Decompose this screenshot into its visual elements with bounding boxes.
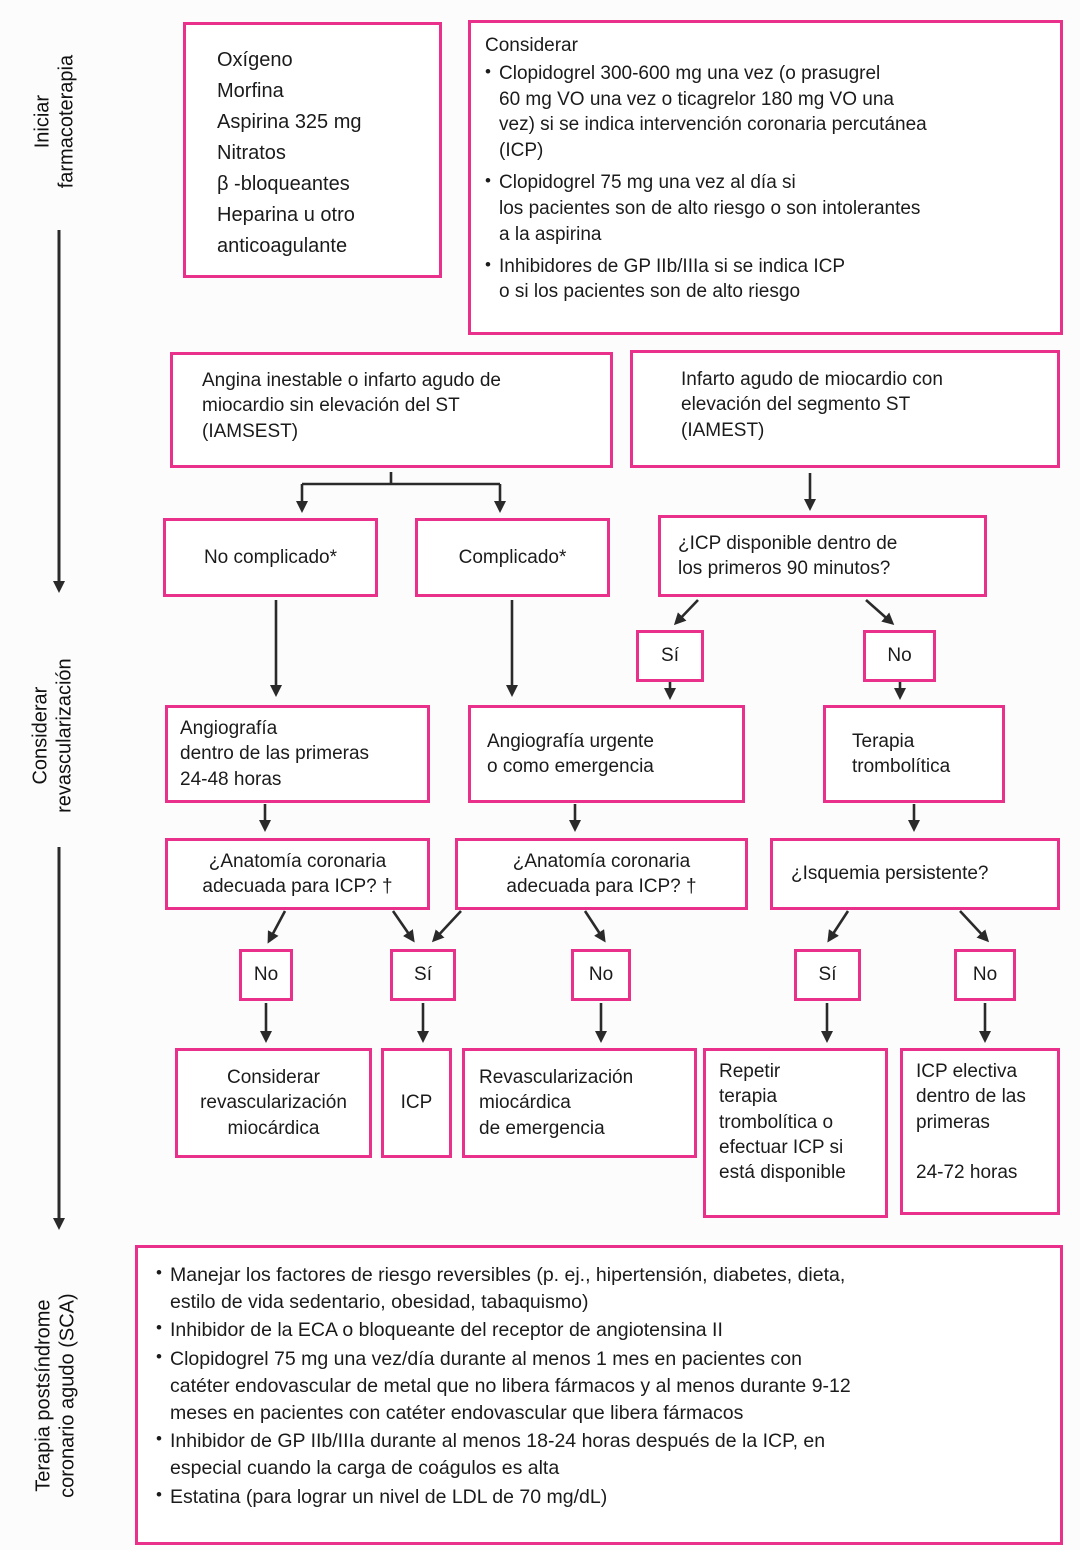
- node-consider-antiplatelets: Considerar Clopidogrel 300-600 mg una ve…: [468, 20, 1063, 335]
- node-angiography-24-48: Angiografía dentro de las primeras 24-48…: [165, 705, 430, 803]
- node-yes-1: Sí: [636, 630, 704, 682]
- node-yes-3: Sí: [794, 949, 861, 1001]
- node-uncomplicated: No complicado*: [163, 518, 378, 597]
- section-label-revascularization: Considerar revascularización: [29, 658, 75, 813]
- node-complicated: Complicado*: [415, 518, 610, 597]
- section-label-post-acs: Terapia postsíndrome coronario agudo (SC…: [32, 1293, 78, 1498]
- node-yes-2: Sí: [390, 949, 456, 1001]
- post-acs-bullet: Clopidogrel 75 mg una vez/día durante al…: [156, 1345, 1050, 1426]
- node-no-4: No: [954, 949, 1016, 1001]
- section-label-pharmacotherapy: Iniciar farmacoterapia: [31, 54, 77, 189]
- node-post-acs-therapy: Manejar los factores de riesgo reversibl…: [135, 1245, 1063, 1545]
- post-acs-bullet: Estatina (para lograr un nivel de LDL de…: [156, 1483, 1050, 1511]
- node-initial-drugs: Oxígeno Morfina Aspirina 325 mg Nitratos…: [183, 22, 442, 278]
- node-no-3: No: [571, 949, 631, 1001]
- node-consider-revascularization: Considerar revascularización miocárdica: [175, 1048, 372, 1158]
- node-stemi: Infarto agudo de miocardio con elevación…: [630, 350, 1060, 468]
- node-no-2: No: [239, 949, 293, 1001]
- post-acs-bullet-list: Manejar los factores de riesgo reversibl…: [156, 1261, 1050, 1511]
- arrow-anatomyL-yes: [391, 910, 415, 943]
- node-pci-available: ¿ICP disponible dentro de los primeros 9…: [658, 515, 987, 597]
- node-persistent-ischemia: ¿Isquemia persistente?: [770, 838, 1060, 910]
- node-thrombolytic-therapy: Terapia trombolítica: [823, 705, 1005, 803]
- node-anatomy-mid: ¿Anatomía coronaria adecuada para ICP? †: [455, 838, 748, 910]
- arrow-anatomyM-yes: [431, 910, 462, 943]
- consider-bullet: Clopidogrel 75 mg una vez al día si los …: [485, 169, 1052, 247]
- arrow-ischemia-yes: [827, 910, 850, 943]
- node-pci: ICP: [381, 1048, 452, 1158]
- consider-box-title: Considerar: [485, 35, 578, 56]
- arrow-ischemia-no: [959, 910, 990, 943]
- arrow-nstemi-split: [302, 472, 500, 486]
- node-repeat-thrombolytic: Repetir terapia trombolítica o efectuar …: [703, 1048, 888, 1218]
- arrow-pci-no: [865, 599, 895, 625]
- node-elective-pci: ICP electiva dentro de las primeras 24-7…: [900, 1048, 1060, 1215]
- consider-bullet: Inhibidores de GP IIb/IIIa si se indica …: [485, 253, 1052, 306]
- post-acs-bullet: Inhibidor de GP IIb/IIIa durante al meno…: [156, 1427, 1050, 1481]
- node-nstemi: Angina inestable o infarto agudo de mioc…: [170, 352, 613, 468]
- node-urgent-angiography: Angiografía urgente o como emergencia: [468, 705, 745, 803]
- arrow-anatomyM-no: [583, 910, 606, 943]
- consider-bullet-list: Clopidogrel 300-600 mg una vez (o prasug…: [485, 60, 1052, 306]
- post-acs-bullet: Inhibidor de la ECA o bloqueante del rec…: [156, 1316, 1050, 1344]
- consider-bullet: Clopidogrel 300-600 mg una vez (o prasug…: [485, 60, 1052, 164]
- node-emergency-revascularization: Revascularización miocárdica de emergenc…: [462, 1048, 697, 1158]
- arrow-anatomyL-no: [267, 910, 287, 944]
- node-no-1: No: [863, 630, 936, 682]
- arrow-pci-yes: [673, 599, 699, 626]
- post-acs-bullet: Manejar los factores de riesgo reversibl…: [156, 1261, 1050, 1315]
- node-anatomy-left: ¿Anatomía coronaria adecuada para ICP? †: [165, 838, 430, 910]
